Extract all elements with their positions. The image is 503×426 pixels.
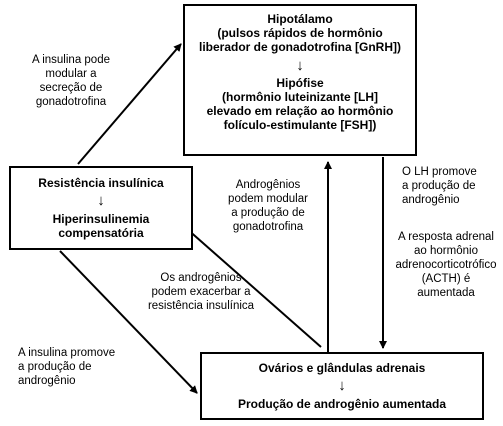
hypothalamus-line-2: liberador de gonadotrofina [GnRH]) [199,40,401,54]
pituitary-line-2: elevado em relação ao hormônio [206,104,394,118]
arrow-insulin-to-ovaries [59,250,198,394]
hypothalamus-line-1: (pulsos rápidos de hormônio [217,26,383,40]
hypothalamus-title: Hipotálamo [267,12,333,26]
label-adrenal-response: A resposta adrenal ao hormônio adrenocor… [395,231,497,299]
insulin-resistance-box: Resistência insulínica ↓ Hiperinsulinemi… [9,166,193,250]
ovaries-adrenals-box: Ovários e glândulas adrenais ↓ Produção … [200,352,484,420]
hyperinsulinemia-line-1: Hiperinsulinemia [52,212,150,226]
insulin-resistance-title: Resistência insulínica [38,176,164,190]
arrow-insulin-to-hypothalamus [77,43,182,165]
label-insulin-modulate: A insulina pode modular a secreção de go… [31,54,110,108]
arrow-androgens-to-insulin-resistance [177,220,322,348]
pituitary-line-3: folículo-estimulante [FSH]) [223,118,377,132]
hypothalamus-pituitary-box: Hipotálamo (pulsos rápidos de hormônio l… [183,4,417,156]
androgen-production-title: Produção de androgênio aumentada [237,397,447,411]
pituitary-line-1: (hormônio luteinizante [LH] [222,90,378,104]
ovaries-title: Ovários e glândulas adrenais [258,361,426,375]
down-arrow-icon: ↓ [296,57,304,74]
label-lh-promotes: O LH promove a produção de androgênio [402,166,477,206]
hyperinsulinemia-line-2: compensatória [58,226,144,240]
pituitary-title: Hipófise [276,76,324,90]
down-arrow-icon: ↓ [97,192,105,209]
label-androgens-exacerbate: Os androgênios podem exacerbar a resistê… [147,272,255,312]
down-arrow-icon: ↓ [338,377,346,394]
label-androgens-modulate: Androgênios podem modular a produção de … [228,179,308,233]
label-insulin-promotes: A insulina promove a produção de androgê… [18,347,116,387]
